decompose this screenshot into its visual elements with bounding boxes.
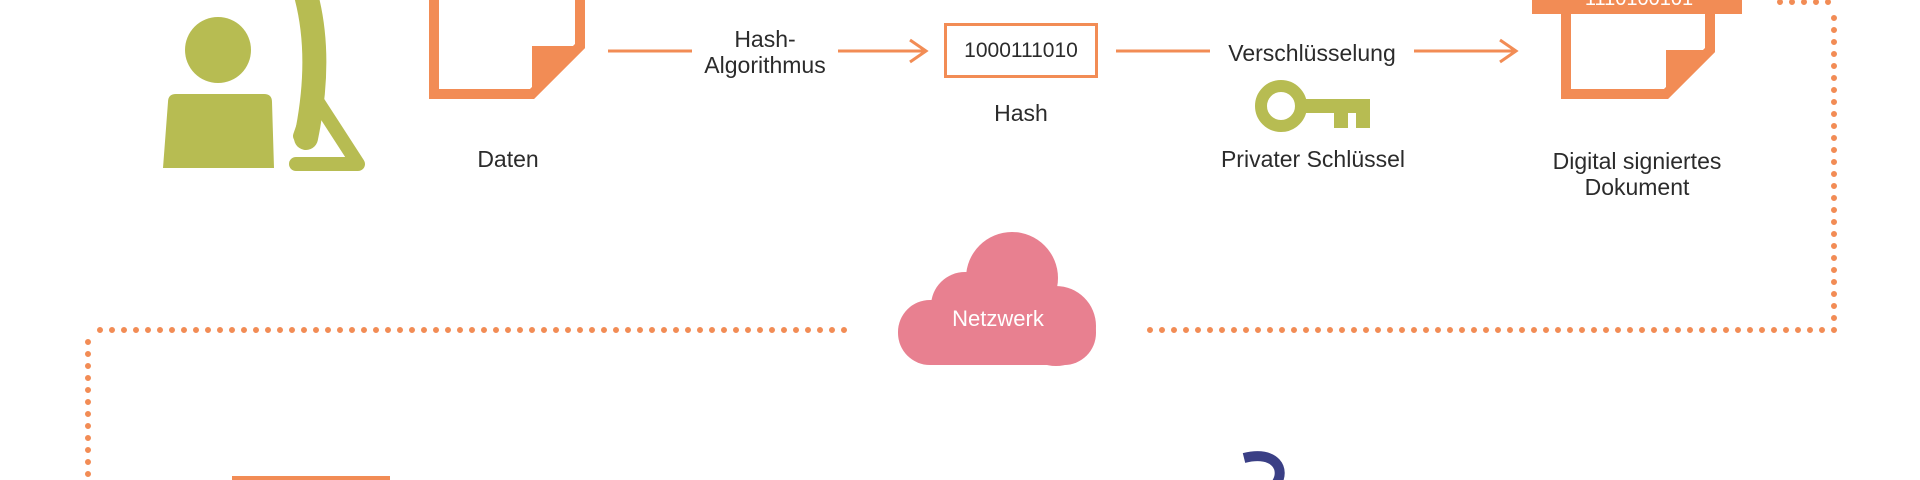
arrow-encryption-to-document bbox=[1414, 38, 1519, 64]
signed-document-icon bbox=[1532, 0, 1742, 99]
signed-document-code: 1110100101 bbox=[1534, 0, 1744, 11]
data-label: Daten bbox=[477, 146, 539, 172]
network-path bbox=[85, 0, 1837, 480]
document-icon bbox=[429, 0, 585, 99]
arrow-algorithm-to-hash bbox=[838, 38, 929, 64]
lower-dark-shape bbox=[1242, 451, 1285, 480]
encryption-label: Verschlüsselung bbox=[1228, 40, 1396, 66]
network-label: Netzwerk bbox=[952, 306, 1044, 331]
signed-document-label: Digital signiertes Dokument bbox=[1552, 148, 1722, 200]
hash-algorithm-label: Hash- Algorithmus bbox=[704, 26, 826, 78]
cloud-icon bbox=[898, 232, 1096, 366]
hash-label: Hash bbox=[994, 100, 1048, 126]
key-icon bbox=[1255, 80, 1370, 132]
user-icon bbox=[163, 17, 274, 168]
lower-document-edge bbox=[232, 476, 390, 480]
hash-value-box: 1000111010 bbox=[944, 23, 1098, 78]
private-key-label: Privater Schlüssel bbox=[1220, 146, 1406, 172]
computer-icon bbox=[289, 0, 365, 171]
